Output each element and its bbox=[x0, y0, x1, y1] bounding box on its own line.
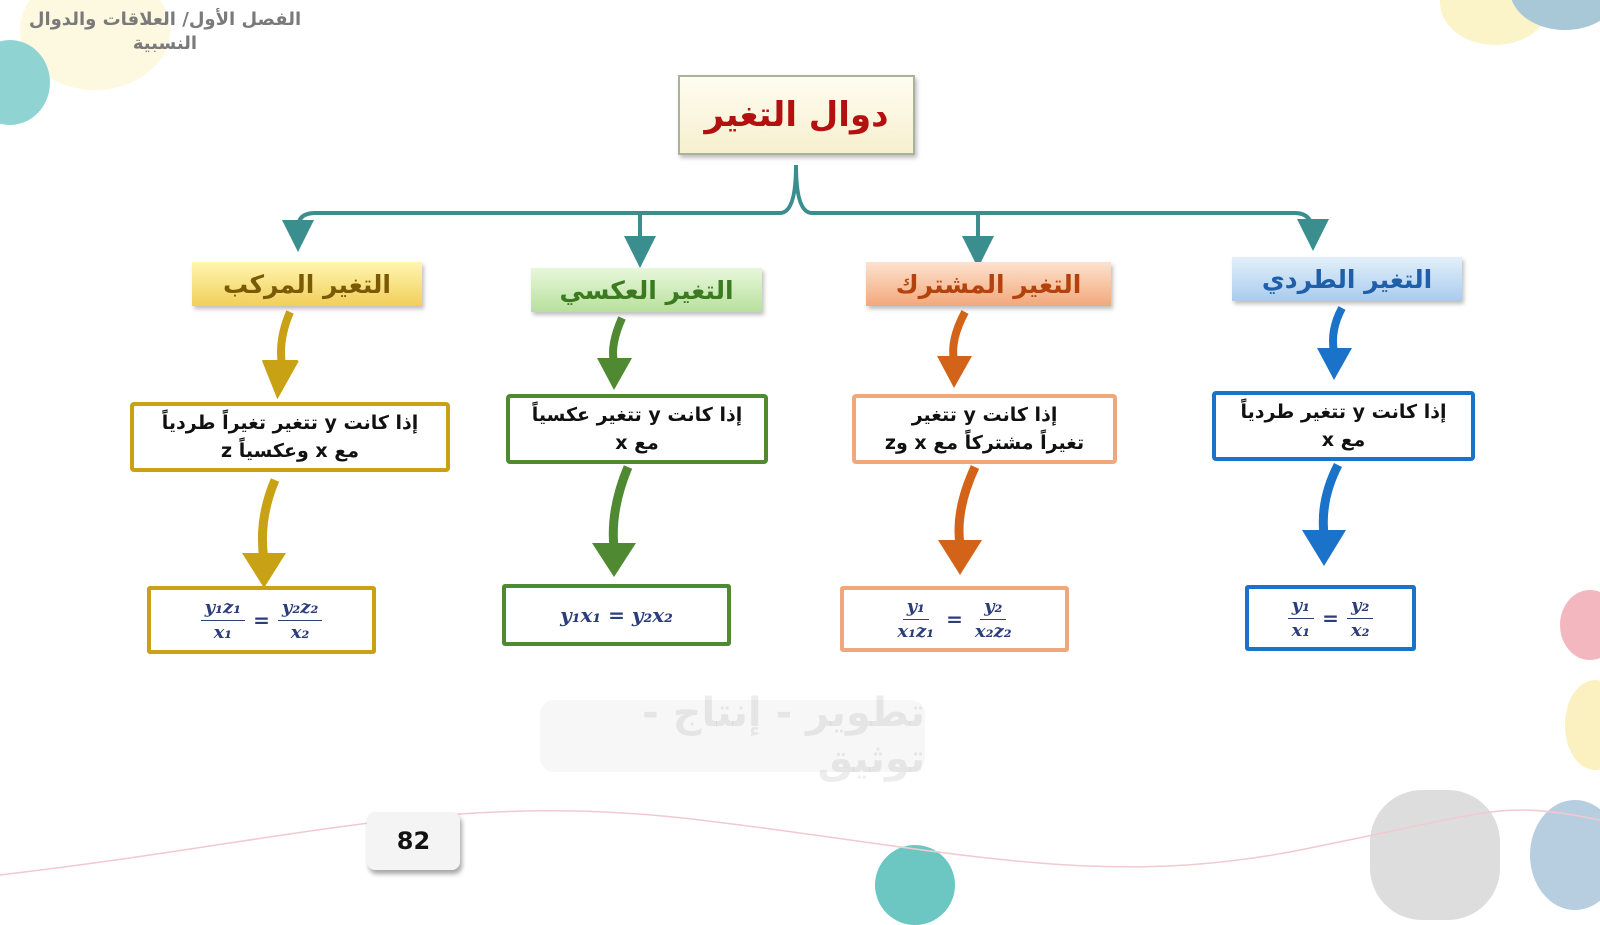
header-direct-variation: التغير الطردي bbox=[1232, 257, 1462, 301]
page-number: 82 bbox=[367, 812, 460, 870]
decor-wave bbox=[0, 809, 1600, 876]
formula-text: y₁x₁ = y₂x₂ bbox=[560, 603, 673, 627]
chapter-line: النسبية bbox=[132, 33, 198, 54]
description-line: إذا كانت y تتغير تغيراً طردياً bbox=[161, 412, 419, 434]
numerator: y₁ bbox=[902, 595, 929, 620]
numerator: y₂z₂ bbox=[277, 596, 323, 621]
inverse-description: إذا كانت y تتغير عكسياً مع x bbox=[506, 394, 768, 464]
diagram-title: دوال التغير bbox=[678, 75, 915, 155]
branch-lines bbox=[282, 164, 1329, 268]
denominator: x₁ bbox=[213, 621, 233, 643]
numerator: y₁z₁ bbox=[200, 596, 246, 621]
denominator: x₂ bbox=[290, 621, 310, 643]
header-inverse-variation: التغير العكسي bbox=[531, 268, 762, 312]
joint-description: إذا كانت y تتغير تغيراً مشتركاً مع x وz bbox=[852, 394, 1117, 464]
equals-sign: = bbox=[946, 607, 963, 631]
denominator: x₂z₂ bbox=[974, 620, 1012, 642]
flow-arrows bbox=[242, 306, 1352, 588]
description-line: مع x وعكسياً z bbox=[221, 440, 359, 462]
description-line: إذا كانت y تتغير عكسياً bbox=[531, 404, 743, 426]
equals-sign: = bbox=[253, 608, 270, 632]
header-joint-variation: التغير المشترك bbox=[866, 262, 1111, 306]
denominator: x₁z₁ bbox=[897, 620, 935, 642]
numerator: y₂ bbox=[980, 595, 1007, 620]
decor-blob bbox=[1370, 790, 1500, 920]
connectors bbox=[242, 164, 1352, 588]
decor-blob bbox=[1560, 590, 1600, 660]
denominator: x₂ bbox=[1350, 619, 1370, 641]
numerator: y₁ bbox=[1287, 594, 1314, 619]
description-line: إذا كانت y تتغير طردياً bbox=[1240, 401, 1447, 423]
chapter-line: الفصل الأول/ العلاقات والدوال bbox=[28, 9, 302, 30]
numerator: y₂ bbox=[1347, 594, 1374, 619]
description-line: إذا كانت y تتغير bbox=[911, 404, 1058, 426]
direct-description: إذا كانت y تتغير طردياً مع x bbox=[1212, 391, 1475, 461]
description-line: مع x bbox=[615, 432, 659, 454]
denominator: x₁ bbox=[1291, 619, 1311, 641]
inverse-formula: y₁x₁ = y₂x₂ bbox=[502, 584, 731, 646]
chapter-title: الفصل الأول/ العلاقات والدوال النسبية bbox=[10, 8, 320, 56]
equals-sign: = bbox=[1322, 606, 1339, 630]
compound-description: إذا كانت y تتغير تغيراً طردياً مع x وعكسي… bbox=[130, 402, 450, 472]
description-line: تغيراً مشتركاً مع x وz bbox=[884, 432, 1085, 454]
description-line: مع x bbox=[1321, 429, 1366, 451]
header-compound-variation: التغير المركب bbox=[192, 262, 422, 306]
